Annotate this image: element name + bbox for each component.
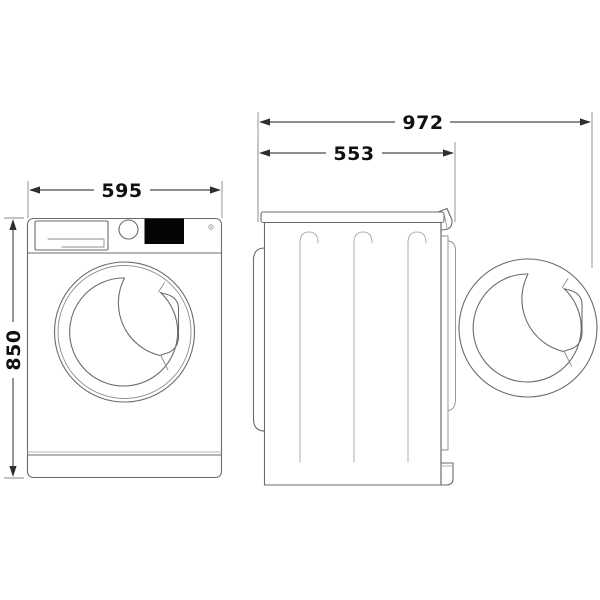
side-base-foot: [440, 462, 454, 486]
dimension-850-arrow-top-icon: [9, 219, 17, 230]
dimension-850-arrow-bottom-icon: [9, 466, 17, 477]
front-door-inner-circle[interactable]: [69, 277, 180, 387]
front-door-notch-seam-bottom: [160, 354, 169, 371]
side-view-group: [252, 207, 456, 486]
display-screen: [144, 218, 184, 244]
side-hinge-bracket-seam: [443, 212, 448, 229]
dimension-595-label: 595: [101, 180, 142, 202]
program-knob[interactable]: [118, 219, 139, 240]
dimension-553-arrow-left-icon: [259, 149, 270, 157]
side-hinge-bracket-top: [437, 207, 453, 231]
open-door-inner-circle[interactable]: [472, 273, 583, 383]
side-door-panel-profile: [447, 240, 456, 411]
dimension-553-label: 553: [333, 143, 374, 165]
detergent-drawer[interactable]: [34, 220, 109, 251]
dimension-972-group: 972: [257, 112, 593, 268]
dimension-850-label: 850: [3, 329, 25, 370]
dimension-595-arrow-right-icon: [210, 186, 221, 194]
front-door-notch-seam-top: [158, 282, 165, 293]
dimension-595-arrow-left-icon: [29, 186, 40, 194]
side-groove-2: [353, 231, 373, 463]
dimension-850-group: 850: [3, 217, 25, 479]
indicator-dot-icon[interactable]: [208, 224, 214, 230]
front-view-group: [26, 217, 223, 479]
dimension-972-label: 972: [402, 112, 443, 134]
dimension-553-group: 553: [257, 142, 456, 222]
open-door-group: [458, 258, 598, 398]
open-door-notch-seam-top: [561, 278, 569, 289]
side-top-lid: [260, 211, 445, 224]
dimension-553-arrow-right-icon: [443, 149, 454, 157]
indicator-dot-core-icon: [210, 226, 212, 228]
detergent-drawer-handle[interactable]: [47, 238, 105, 248]
side-groove-3: [407, 231, 427, 463]
front-door-outer-ring-inner: [57, 265, 192, 399]
dimension-595-group: 595: [27, 180, 223, 218]
side-door-edge-profile: [252, 247, 266, 432]
front-cabinet-outline: [26, 217, 223, 479]
dimension-972-arrow-right-icon: [580, 118, 591, 126]
dimension-972-arrow-left-icon: [259, 118, 270, 126]
open-door-notch-seam-bottom: [563, 350, 572, 367]
side-cabinet-outline: [263, 221, 442, 486]
open-door-outer-circle[interactable]: [458, 258, 598, 398]
side-hinge-column: [440, 235, 449, 451]
side-groove-1: [299, 231, 319, 463]
front-door-outer-ring[interactable]: [53, 261, 196, 403]
